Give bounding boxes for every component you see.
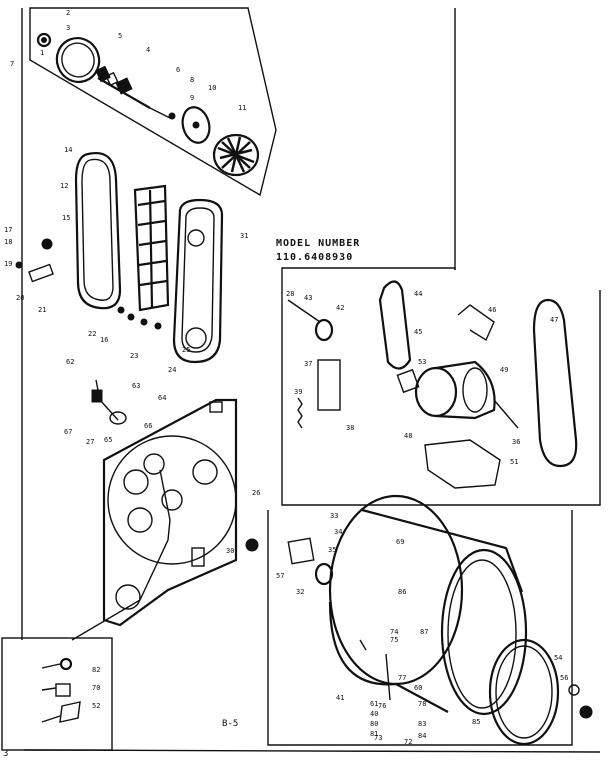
callout-37: 37 bbox=[304, 360, 312, 368]
callout-47: 47 bbox=[550, 316, 558, 324]
callout-56: 56 bbox=[560, 674, 568, 682]
callout-36: 36 bbox=[512, 438, 520, 446]
callout-23: 23 bbox=[130, 352, 138, 360]
callout-19: 19 bbox=[4, 260, 12, 268]
callout-64: 64 bbox=[158, 394, 166, 402]
callout-8: 8 bbox=[190, 76, 194, 84]
callout-3: 3 bbox=[66, 24, 70, 32]
callout-87: 87 bbox=[420, 628, 428, 636]
callout-5: 5 bbox=[118, 32, 122, 40]
callout-32: 32 bbox=[296, 588, 304, 596]
page-reference: B-5 bbox=[222, 719, 238, 729]
callout-78: 78 bbox=[418, 700, 426, 708]
callout-62: 62 bbox=[66, 358, 74, 366]
callout-9: 9 bbox=[190, 94, 194, 102]
callout-22: 22 bbox=[88, 330, 96, 338]
model-number-value: 110.6408930 bbox=[276, 252, 353, 263]
callout-76: 76 bbox=[378, 702, 386, 710]
callout-34: 34 bbox=[334, 528, 342, 536]
callout-11: 11 bbox=[238, 104, 246, 112]
callout-18: 18 bbox=[4, 238, 12, 246]
callout-70: 70 bbox=[92, 684, 100, 692]
callout-41: 41 bbox=[336, 694, 344, 702]
callout-31: 31 bbox=[240, 232, 248, 240]
frame-lines bbox=[21, 8, 601, 753]
callout-6: 6 bbox=[176, 66, 180, 74]
callout-61: 61 bbox=[370, 700, 378, 708]
drum-panel bbox=[245, 494, 593, 746]
callout-77: 77 bbox=[398, 674, 406, 682]
callout-15: 15 bbox=[62, 214, 70, 222]
callout-45: 45 bbox=[414, 328, 422, 336]
corner-mark: 3 bbox=[3, 749, 8, 759]
callout-20: 20 bbox=[16, 294, 24, 302]
callout-12: 12 bbox=[60, 182, 68, 190]
callout-67: 67 bbox=[64, 428, 72, 436]
callout-65: 65 bbox=[104, 436, 112, 444]
callout-39: 39 bbox=[294, 388, 302, 396]
callout-81: 81 bbox=[370, 730, 378, 738]
callout-28: 28 bbox=[286, 290, 294, 298]
callout-72: 72 bbox=[404, 738, 412, 746]
callout-2: 2 bbox=[66, 9, 70, 17]
callout-26: 26 bbox=[252, 489, 260, 497]
callout-53: 53 bbox=[418, 358, 426, 366]
inset-parts-box bbox=[1, 637, 113, 751]
motor-panel bbox=[281, 267, 601, 506]
callout-82: 82 bbox=[92, 666, 100, 674]
callout-52: 52 bbox=[92, 702, 100, 710]
model-number-label: MODEL NUMBER bbox=[276, 238, 360, 249]
callout-16: 16 bbox=[100, 336, 108, 344]
callout-66: 66 bbox=[144, 422, 152, 430]
callout-21: 21 bbox=[38, 306, 46, 314]
callout-74: 74 bbox=[390, 628, 398, 636]
callout-51: 51 bbox=[510, 458, 518, 466]
callout-24: 24 bbox=[168, 366, 176, 374]
callout-85: 85 bbox=[472, 718, 480, 726]
callout-84: 84 bbox=[418, 732, 426, 740]
callout-42: 42 bbox=[336, 304, 344, 312]
callout-43: 43 bbox=[304, 294, 312, 302]
callout-labels: 1 2 3 4 5 6 7 8 9 10 11 12 14 15 16 17 1… bbox=[4, 9, 568, 746]
callout-60: 60 bbox=[414, 684, 422, 692]
callout-17: 17 bbox=[4, 226, 12, 234]
callout-57: 57 bbox=[276, 572, 284, 580]
callout-7: 7 bbox=[10, 60, 14, 68]
callout-35: 35 bbox=[328, 546, 336, 554]
callout-46: 46 bbox=[488, 306, 496, 314]
callout-33: 33 bbox=[330, 512, 338, 520]
top-panel-blower-assembly bbox=[29, 7, 277, 197]
callout-10: 10 bbox=[208, 84, 216, 92]
callout-14: 14 bbox=[64, 146, 72, 154]
callout-80: 80 bbox=[370, 720, 378, 728]
callout-4: 4 bbox=[146, 46, 150, 54]
callout-48: 48 bbox=[404, 432, 412, 440]
drum-belt-and-heater bbox=[15, 151, 224, 364]
callout-27: 27 bbox=[86, 438, 94, 446]
callout-40: 40 bbox=[370, 710, 378, 718]
callout-73: 73 bbox=[374, 734, 382, 742]
callout-69: 69 bbox=[396, 538, 404, 546]
callout-83: 83 bbox=[418, 720, 426, 728]
callout-86: 86 bbox=[398, 588, 406, 596]
callout-49: 49 bbox=[500, 366, 508, 374]
callout-44: 44 bbox=[414, 290, 422, 298]
callout-54: 54 bbox=[554, 654, 562, 662]
callout-25: 25 bbox=[182, 346, 190, 354]
callout-38: 38 bbox=[346, 424, 354, 432]
callout-75: 75 bbox=[390, 636, 398, 644]
rear-bulkhead bbox=[71, 379, 238, 641]
callout-63: 63 bbox=[132, 382, 140, 390]
callout-1: 1 bbox=[40, 49, 44, 57]
callout-30: 30 bbox=[226, 547, 234, 555]
